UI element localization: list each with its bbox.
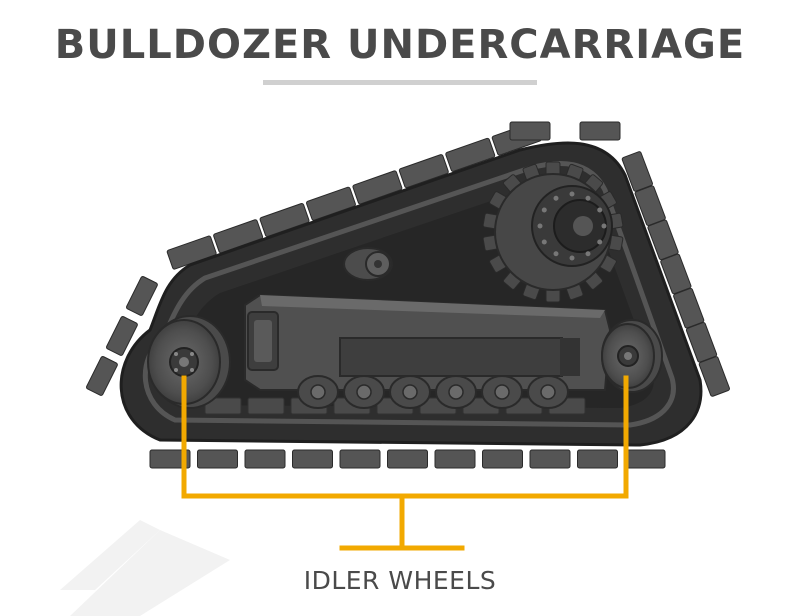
track-shoe: [292, 449, 333, 469]
sprocket-bolt: [569, 191, 575, 197]
track-shoe: [149, 449, 191, 469]
background-arrow-shape: [60, 520, 230, 616]
page-title: BULLDOZER UNDERCARRIAGE: [54, 22, 746, 68]
track-shoe: [339, 449, 381, 469]
sprocket-bolt: [553, 251, 559, 257]
track-roller-hub: [540, 384, 556, 400]
track-shoe: [197, 449, 238, 469]
track-shoe: [529, 449, 571, 469]
track-roller-hub: [356, 384, 372, 400]
track-shoe: [126, 276, 158, 316]
sprocket-bolt: [597, 207, 603, 213]
track-roller-hub: [310, 384, 326, 400]
track-shoe: [624, 449, 666, 469]
sprocket-bolt: [541, 239, 547, 245]
track-frame: [244, 293, 612, 391]
track-shoe: [698, 356, 730, 397]
track-roller-hub: [494, 384, 510, 400]
track-shoe: [106, 316, 138, 356]
sprocket-bolt: [585, 251, 591, 257]
idler-wheel-front: [601, 319, 663, 393]
track-shoe: [86, 356, 118, 396]
track-shoe: [577, 449, 618, 469]
track-roller-hub: [448, 384, 464, 400]
idler-wheel-rear: [147, 315, 231, 409]
sprocket-bolt: [541, 207, 547, 213]
track-roller-hub: [402, 384, 418, 400]
track-shoe: [482, 449, 523, 469]
sprocket-bolt: [597, 239, 603, 245]
track-shoe: [434, 449, 476, 469]
track-shoe: [509, 121, 551, 141]
track-shoe: [352, 170, 403, 205]
idler-wheels-label: IDLER WHEELS: [303, 566, 497, 595]
sprocket-bolt: [601, 223, 607, 229]
track-shoe: [398, 154, 449, 189]
track-shoe: [445, 137, 496, 172]
track-shoe: [579, 121, 621, 141]
idler-wheels-callout-bracket: [181, 375, 629, 551]
sprocket-bolt: [585, 195, 591, 201]
track-grousers: [86, 121, 730, 469]
sprocket-bolt: [553, 195, 559, 201]
track-shoe: [387, 449, 428, 469]
track-shoe: [244, 449, 286, 469]
carrier-roller: [343, 247, 393, 281]
sprocket-bolt: [537, 223, 543, 229]
sprocket-bolt: [569, 255, 575, 261]
drive-sprocket: [482, 161, 624, 303]
track-rollers: [297, 375, 569, 409]
title-underline: [263, 80, 537, 85]
